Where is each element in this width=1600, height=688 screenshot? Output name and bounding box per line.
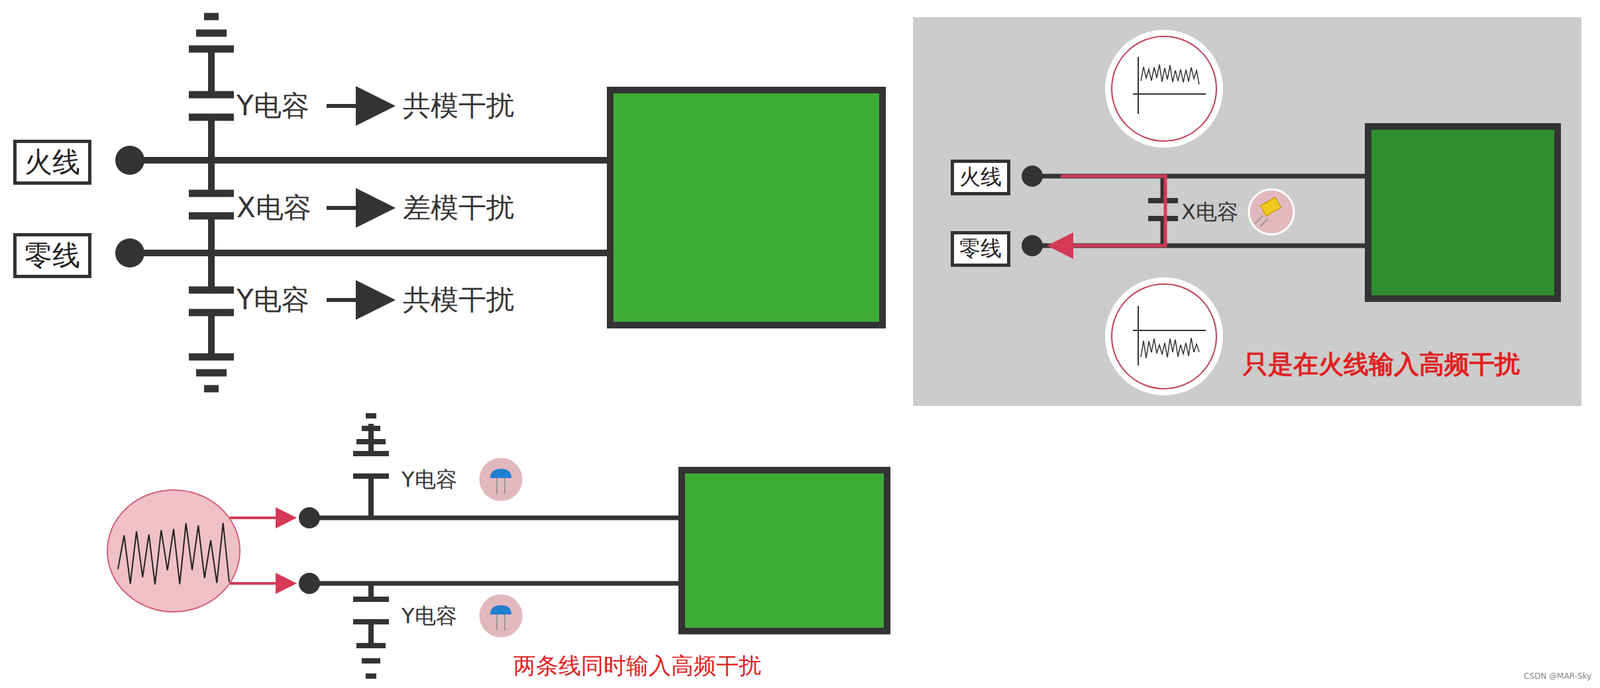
note: 只是在火线输入高频干扰 — [1242, 350, 1520, 380]
wire-label-box: 零线 — [950, 231, 1011, 267]
wire-label-box: 火线 — [950, 159, 1011, 195]
capacitor-name: Y电容 — [236, 90, 310, 122]
watermark: CSDN @MAR-Sky — [1523, 672, 1592, 682]
capacitor-name: X电容 — [1181, 200, 1239, 225]
wire-name: 零线 — [959, 237, 1002, 261]
wire-name: 火线 — [24, 147, 81, 178]
panel-b-schematic — [912, 17, 1582, 407]
interference-type: 共模干扰 — [402, 284, 515, 317]
capacitor-name: Y电容 — [401, 467, 458, 493]
noise-wave — [1140, 64, 1200, 85]
panel-a-schematic — [115, 16, 883, 389]
panel-c-schematic — [107, 416, 888, 677]
wire-name: 零线 — [24, 240, 81, 271]
wire-label-box: 火线 — [13, 139, 92, 185]
note: 两条线同时输入高频干扰 — [513, 653, 762, 680]
interference-type: 共模干扰 — [402, 90, 515, 122]
noise-wave — [1140, 337, 1200, 359]
interference-type: 差模干扰 — [402, 192, 515, 224]
wire-label-box: 零线 — [13, 233, 92, 279]
capacitor-name: X电容 — [236, 192, 312, 224]
noise-wave — [117, 523, 230, 586]
wire-name: 火线 — [959, 165, 1002, 189]
capacitor-name: Y电容 — [401, 604, 458, 629]
capacitor-name: Y电容 — [236, 284, 310, 317]
